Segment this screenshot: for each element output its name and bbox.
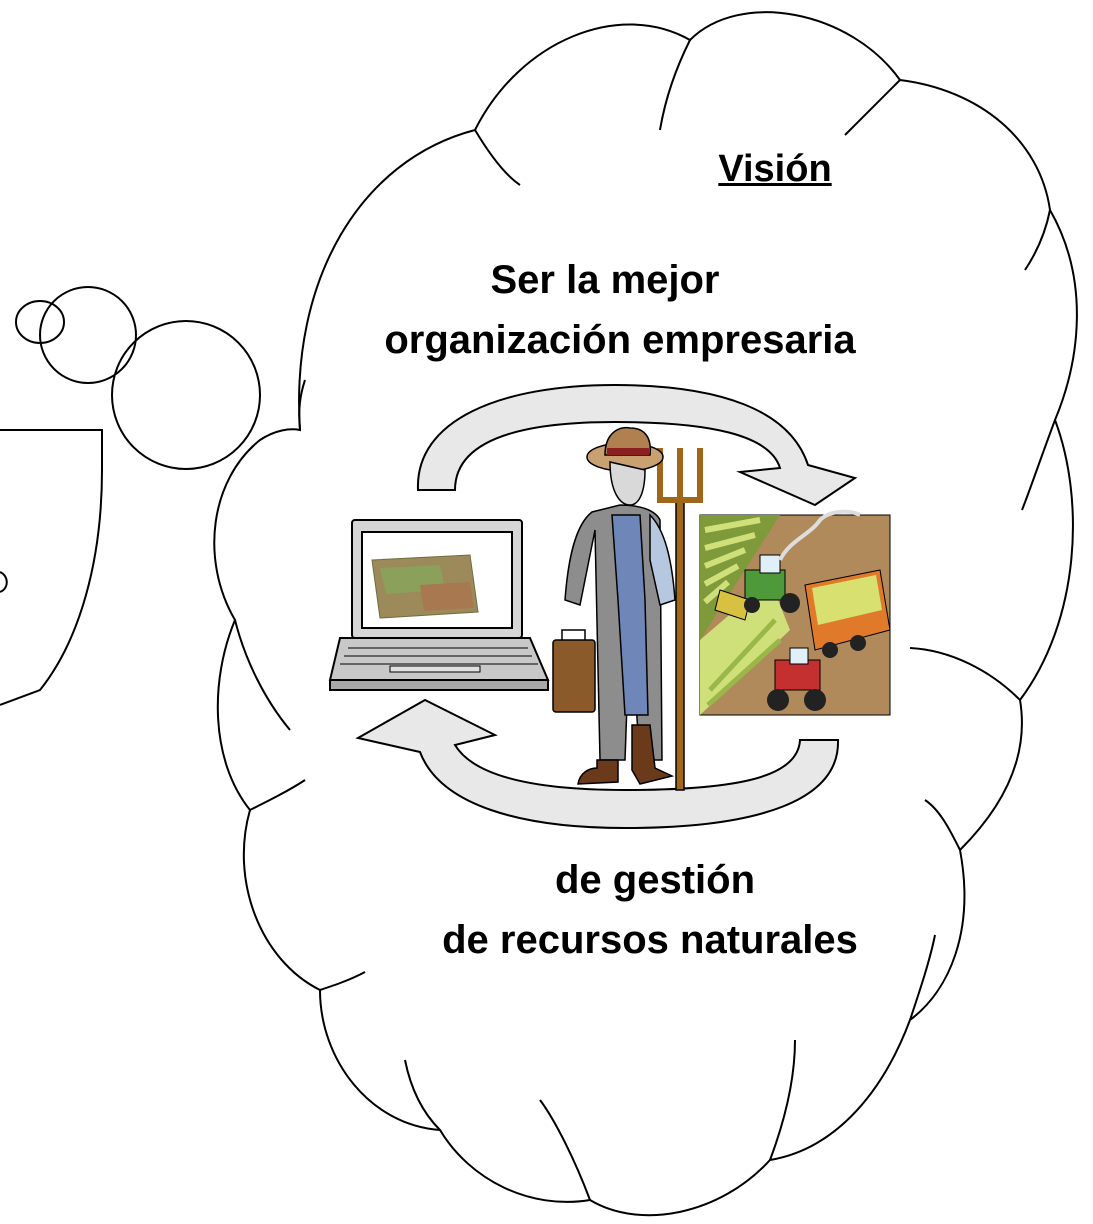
cloud-shape bbox=[213, 11, 1078, 1217]
vision-statement-line-2: organización empresaria bbox=[384, 318, 856, 362]
cycle-arrow-top-icon bbox=[416, 383, 858, 507]
vision-statement-line-1: Ser la mejor bbox=[490, 258, 720, 302]
left-partial-shape bbox=[0, 429, 103, 706]
cycle-arrow-bottom-icon bbox=[355, 698, 840, 830]
laptop-icon bbox=[328, 519, 550, 691]
vision-statement-line-4: de recursos naturales bbox=[442, 918, 858, 962]
vision-statement-line-3: de gestión bbox=[554, 858, 756, 902]
farmer-icon bbox=[552, 426, 703, 791]
thought-bubble-icon bbox=[15, 286, 261, 470]
farm-field-icon bbox=[699, 509, 891, 716]
vision-title: Visión bbox=[718, 148, 832, 190]
